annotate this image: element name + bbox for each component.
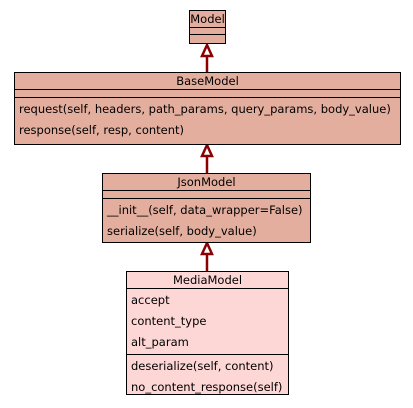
class-basemodel-attributes [15,89,400,97]
method-row: request(self, headers, path_params, quer… [19,102,391,116]
class-jsonmodel: JsonModel __init__(self, data_wrapper=Fa… [102,173,311,243]
class-mediamodel-attributes: accept content_type alt_param [127,288,288,354]
class-basemodel-methods: request(self, headers, path_params, quer… [15,97,400,142]
method-row: no_content_response(self) [131,380,283,394]
class-model: Model [189,10,226,44]
method-row: response(self, resp, content) [19,123,185,137]
attribute-row: content_type [131,314,207,328]
method-row: __init__(self, data_wrapper=False) [107,203,303,217]
attribute-row: accept [131,293,170,307]
class-model-methods [190,34,225,41]
inheritance-arrow-jsonmodel-basemodel [200,141,214,173]
inheritance-arrow-basemodel-model [200,41,214,72]
class-jsonmodel-title: JsonModel [177,175,236,189]
class-model-title: Model [190,12,225,26]
class-basemodel: BaseModel request(self, headers, path_pa… [14,72,401,145]
class-mediamodel: MediaModel accept content_type alt_param… [126,271,289,395]
class-model-attributes [190,27,225,34]
class-jsonmodel-methods: __init__(self, data_wrapper=False) seria… [103,198,310,243]
class-jsonmodel-attributes [103,190,310,198]
class-mediamodel-methods: deserialize(self, content) no_content_re… [127,354,288,399]
method-row: deserialize(self, content) [131,359,274,373]
inheritance-arrow-mediamodel-jsonmodel [200,239,214,271]
class-mediamodel-title: MediaModel [172,273,243,287]
class-basemodel-title: BaseModel [176,74,239,88]
method-row: serialize(self, body_value) [107,224,257,238]
attribute-row: alt_param [131,335,189,349]
